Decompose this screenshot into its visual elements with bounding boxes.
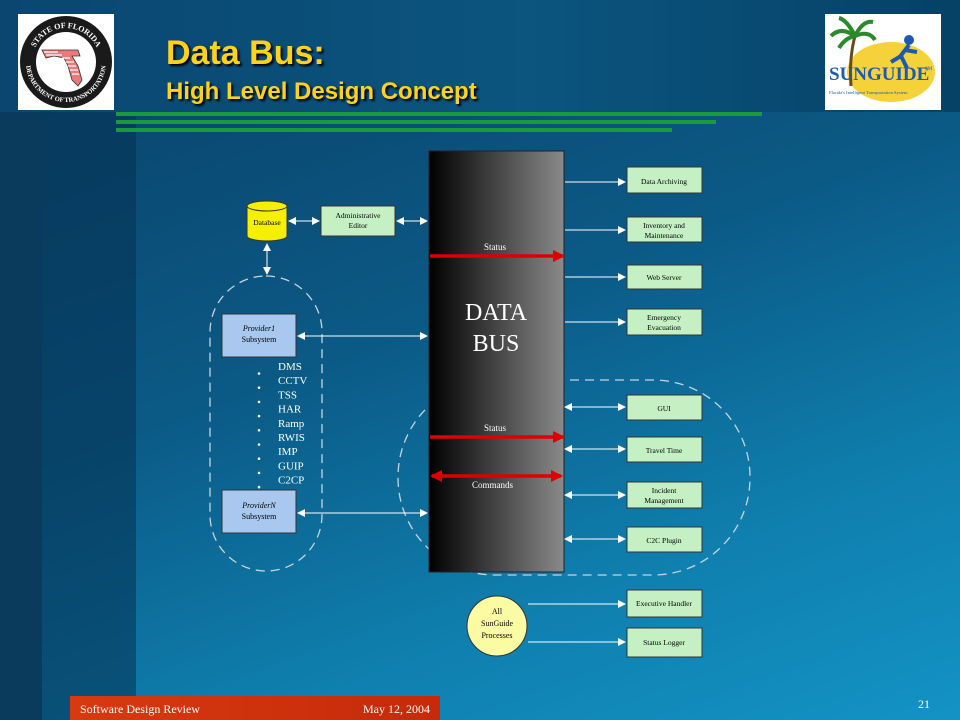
subsystem-bullet	[257, 429, 261, 432]
providerN-label-1: ProviderN	[241, 501, 276, 510]
data-archiving-label: Data Archiving	[641, 177, 687, 186]
sunguide-tagline: Florida's Intelligent Transportation Sys…	[829, 90, 908, 95]
subsystem-item: Ramp	[278, 418, 305, 430]
providerN-label-2: Subsystem	[242, 512, 277, 521]
status-logger-label: Status Logger	[643, 638, 685, 647]
output-travel-time: Travel Time	[626, 436, 703, 463]
all-processes-label-1: All	[492, 607, 503, 616]
emergency-label-1: Emergency	[647, 313, 681, 322]
sunguide-mark: SM	[925, 67, 933, 72]
output-web-server: Web Server	[626, 264, 703, 290]
data-bus-label-1: DATA	[465, 300, 528, 326]
incident-label-2: Management	[644, 496, 684, 505]
all-processes-circle	[466, 595, 528, 657]
inventory-label-1: Inventory and	[643, 221, 685, 230]
subsystem-item: CCTV	[278, 375, 307, 387]
data-bus-label-2: BUS	[473, 331, 520, 357]
palm-tree-icon	[829, 16, 877, 87]
provider1-label-2: Subsystem	[242, 335, 277, 344]
header-rule-1	[116, 112, 762, 116]
output-inventory-maintenance: Inventory and Maintenance	[626, 216, 703, 243]
subsystem-bullet	[257, 386, 261, 390]
admin-editor-label-1: Administrative	[336, 211, 382, 220]
emergency-label-2: Evacuation	[647, 323, 681, 332]
page-title: Data Bus:	[166, 34, 325, 72]
provider1-box	[221, 313, 297, 358]
output-executive-handler: Executive Handler	[626, 589, 703, 618]
admin-editor-label-2: Editor	[349, 221, 368, 230]
status-top-label: Status	[484, 242, 507, 252]
output-c2c-plugin: C2C Plugin	[626, 526, 703, 553]
subsystem-bullet	[257, 414, 261, 418]
commands-label: Commands	[472, 480, 513, 490]
subsystem-bullet	[257, 443, 261, 446]
admin-editor-box	[320, 205, 396, 237]
subsystem-item: C2CP	[278, 475, 304, 487]
runner-icon	[889, 35, 918, 69]
fdot-logo: STATE OF FLORIDA DEPARTMENT OF TRANSPORT…	[18, 14, 114, 110]
database-cylinder	[246, 200, 288, 242]
provider-group-outline	[209, 275, 323, 572]
inventory-label-2: Maintenance	[645, 231, 684, 240]
subsystem-bullet	[257, 457, 261, 461]
subsystem-bullet	[257, 485, 261, 489]
output-data-archiving: Data Archiving	[626, 166, 703, 194]
subsystem-bullet	[257, 400, 261, 404]
header-rule-3	[116, 128, 672, 132]
incident-label-1: Incident	[652, 486, 677, 495]
footer-bar: Software Design Review May 12, 2004	[70, 696, 440, 720]
provider1-label-1: Provider1	[242, 324, 275, 333]
subsystem-item: DMS	[278, 361, 302, 373]
subsystem-bullet	[257, 372, 261, 375]
footer-date: May 12, 2004	[363, 702, 430, 716]
subsystem-item: RWIS	[278, 432, 305, 444]
gui-label: GUI	[657, 404, 671, 413]
header-rule-2	[116, 120, 716, 124]
florida-map-icon	[41, 49, 83, 87]
data-bus-block	[428, 150, 565, 573]
subsystem-item: TSS	[278, 389, 297, 401]
subsystem-item: IMP	[278, 446, 298, 458]
sunguide-name: SUNGUIDE	[829, 64, 929, 85]
page-subtitle: High Level Design Concept	[166, 78, 477, 105]
subsystem-bullet	[257, 471, 261, 475]
output-status-logger: Status Logger	[626, 627, 703, 658]
gui-group-outline	[397, 379, 751, 576]
status-mid-label: Status	[484, 423, 507, 433]
web-server-label: Web Server	[646, 273, 682, 282]
database-label: Database	[253, 218, 281, 227]
subsystem-item: GUIP	[278, 460, 304, 472]
output-emergency-evacuation: Emergency Evacuation	[626, 308, 703, 336]
page-number: 21	[918, 697, 930, 711]
all-processes-label-3: Processes	[481, 631, 512, 640]
sunguide-logo: SUNGUIDE SM Florida's Intelligent Transp…	[825, 14, 941, 110]
subsystem-item: HAR	[278, 404, 302, 416]
travel-time-label: Travel Time	[646, 446, 683, 455]
c2c-plugin-label: C2C Plugin	[646, 536, 681, 545]
executive-handler-label: Executive Handler	[636, 599, 693, 608]
output-gui: GUI	[626, 394, 703, 421]
output-incident-management: Incident Management	[626, 481, 703, 509]
footer-title: Software Design Review	[80, 702, 200, 716]
all-processes-label-2: SunGuide	[481, 619, 513, 628]
providerN-box	[221, 489, 297, 534]
left-dark-stripe	[0, 0, 42, 720]
header-band	[0, 0, 960, 112]
